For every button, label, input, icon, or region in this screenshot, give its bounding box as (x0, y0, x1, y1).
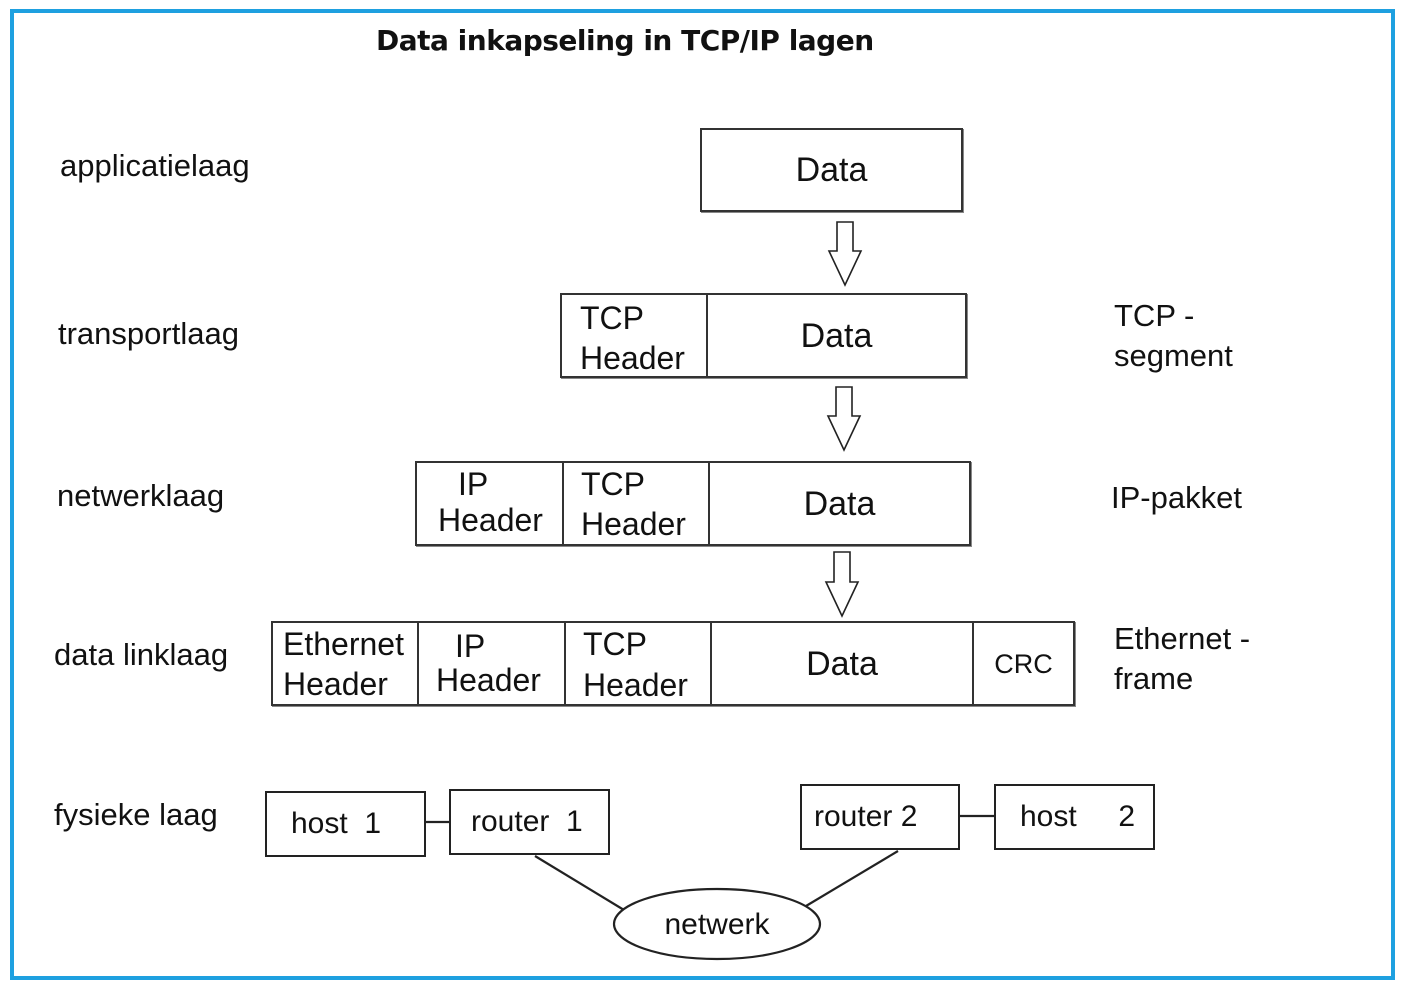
data-text: Data (803, 484, 876, 523)
ethernet-frame-box: Ethernet Header IP Header TCP Header Dat… (271, 621, 1075, 706)
ip-packet-label: IP-pakket (1111, 480, 1242, 515)
network-label: netwerk (664, 908, 770, 941)
layer-label-transport: transportlaag (58, 316, 239, 351)
tcp-header-line2: Header (581, 506, 686, 542)
application-data-box: Data (700, 128, 963, 212)
router-2-node: router 2 (800, 784, 960, 850)
router-1-node: router 1 (449, 789, 610, 855)
ip-header-cell: IP Header (419, 623, 566, 704)
ethernet-header-line1: Ethernet (283, 626, 404, 662)
router-2-label: router 2 (814, 800, 918, 833)
tcp-header-cell: TCP Header (566, 623, 712, 704)
tcp-header-line1: TCP (581, 466, 645, 502)
data-cell: Data (712, 623, 974, 704)
crc-cell: CRC (974, 623, 1073, 704)
ip-header-line2: Header (438, 502, 543, 538)
ethernet-header-line2: Header (283, 666, 388, 702)
tcp-header-cell: TCP Header (564, 463, 710, 544)
ethernet-frame-label-line2: frame (1114, 661, 1194, 696)
diagram-frame (10, 9, 1395, 980)
tcp-header-line1: TCP (580, 300, 644, 336)
tcp-segment-label-line1: TCP - (1114, 298, 1195, 333)
down-arrow-icon (824, 551, 860, 618)
tcp-header-line1: TCP (583, 626, 647, 662)
data-text: Data (806, 644, 878, 683)
layer-label-physical: fysieke laag (54, 797, 218, 832)
down-arrow-icon (827, 221, 863, 287)
data-text: Data (795, 151, 868, 189)
network-cloud (612, 887, 822, 961)
ethernet-frame-label: Ethernet - frame (1114, 619, 1250, 699)
tcp-segment-label: TCP - segment (1114, 296, 1233, 376)
layer-label-application: applicatielaag (60, 148, 250, 183)
ip-header-line1: IP (458, 466, 489, 502)
tcp-segment-box: TCP Header Data (560, 293, 967, 378)
host-2-node: host 2 (994, 784, 1155, 850)
tcp-header-cell: TCP Header (562, 295, 708, 376)
host-1-node: host 1 (265, 791, 426, 857)
data-text: Data (800, 316, 873, 355)
crc-text: CRC (994, 648, 1053, 679)
host-1-label: host 1 (291, 807, 382, 840)
data-cell: Data (710, 463, 969, 544)
ip-header-cell: IP Header (417, 463, 564, 544)
diagram-title: Data inkapseling in TCP/IP lagen (376, 24, 874, 57)
data-cell: Data (708, 295, 965, 376)
host-2-label: host 2 (1020, 800, 1136, 833)
ethernet-frame-label-line1: Ethernet - (1114, 621, 1251, 656)
ip-header-line1: IP (455, 628, 486, 664)
tcp-header-line2: Header (580, 340, 685, 376)
tcp-segment-label-line2: segment (1114, 338, 1233, 373)
ip-header-line2: Header (436, 662, 541, 698)
layer-label-network: netwerklaag (57, 478, 225, 513)
layer-label-datalink: data linklaag (54, 637, 229, 672)
router-1-label: router 1 (471, 805, 583, 838)
ethernet-header-cell: Ethernet Header (273, 623, 419, 704)
ip-packet-box: IP Header TCP Header Data (415, 461, 971, 546)
link-router2-network (805, 850, 899, 907)
link-router1-network (534, 855, 625, 911)
down-arrow-icon (826, 386, 862, 452)
tcp-header-line2: Header (583, 667, 688, 703)
